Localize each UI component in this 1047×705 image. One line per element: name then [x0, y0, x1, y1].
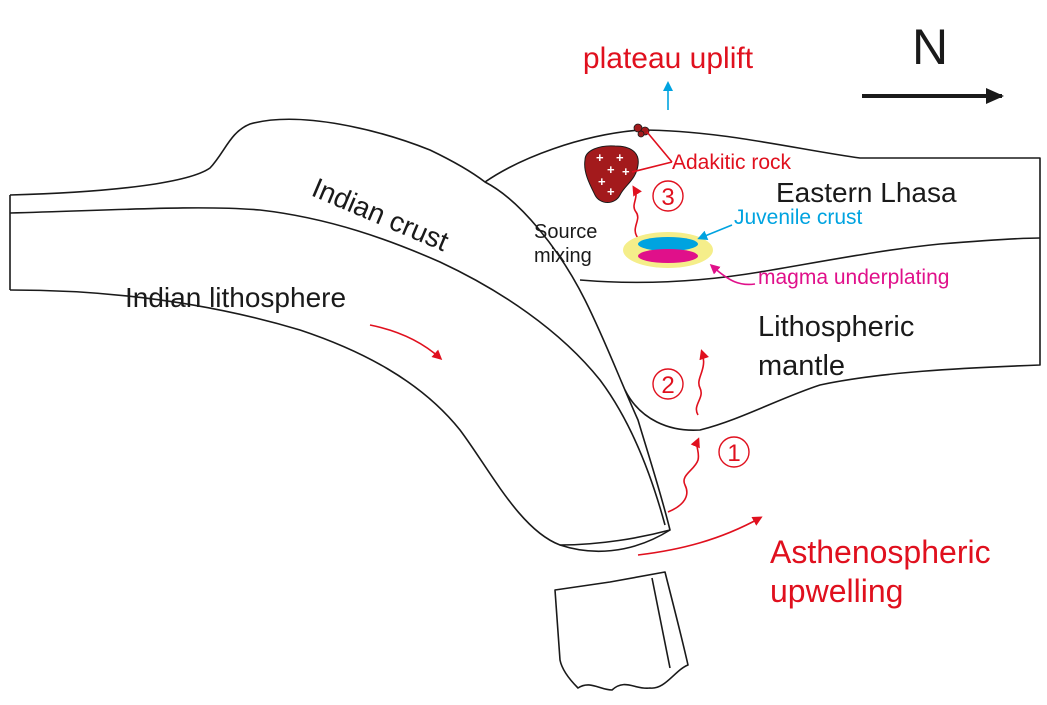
magma-body — [623, 232, 713, 268]
detached-slab — [555, 572, 688, 690]
stage-1-arrow — [668, 440, 698, 512]
stage-3-number: 3 — [661, 184, 674, 211]
plus-mark: + — [596, 150, 604, 165]
magma-underplating-label: magma underplating — [758, 266, 949, 289]
adakitic-rock-label: Adakitic rock — [672, 151, 792, 174]
detached-slab-line — [652, 578, 670, 668]
north-label: N — [912, 19, 948, 75]
indian-crust-label: Indian crust — [308, 172, 454, 257]
slab-motion-arrow — [370, 325, 440, 358]
plus-mark: + — [622, 164, 630, 179]
lithospheric-mantle-label-line-2: mantle — [758, 350, 845, 382]
plus-mark: + — [607, 162, 615, 177]
adakitic-dike — [638, 131, 644, 137]
asthenospheric-upwelling-label-line-1: Asthenospheric — [770, 534, 991, 570]
stage-1-number: 1 — [727, 440, 740, 467]
stage-2-arrow — [696, 352, 703, 415]
asthenosphere-flow-arrow — [638, 518, 760, 555]
plus-mark: + — [616, 150, 624, 165]
indian-lithosphere-label: Indian lithosphere — [125, 282, 346, 313]
plus-mark: + — [607, 184, 615, 199]
plateau-uplift-label: plateau uplift — [583, 42, 754, 75]
juvenile-crust-lens — [638, 237, 698, 251]
north-arrow: N — [862, 19, 1002, 96]
juvenile-crust-pointer — [700, 225, 732, 238]
lithospheric-mantle-label-line-1: Lithospheric — [758, 311, 914, 343]
source-mixing-label-line-2: mixing — [534, 245, 592, 267]
juvenile-crust-label: Juvenile crust — [734, 206, 863, 229]
underplating-lens — [638, 249, 698, 263]
source-mixing-label-line-1: Source — [534, 221, 597, 243]
plus-mark: + — [598, 174, 606, 189]
eastern-lhasa-label: Eastern Lhasa — [776, 177, 957, 208]
asthenospheric-upwelling-label-line-2: upwelling — [770, 573, 903, 609]
stage-2-number: 2 — [661, 372, 674, 399]
stage-3-arrow — [634, 188, 638, 238]
